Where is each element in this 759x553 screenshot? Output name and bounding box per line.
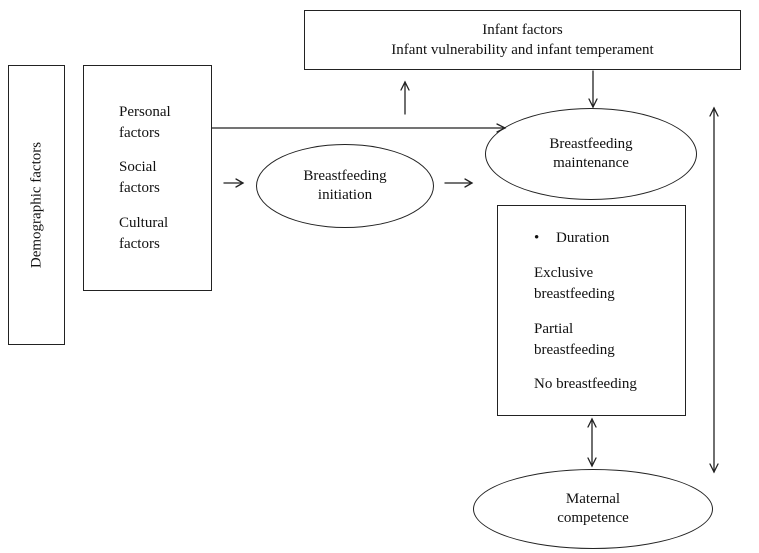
demographic-factors-box: Demographic factors [8,65,65,345]
up-to-infant-factors-arrowhead [400,80,410,91]
personal-factors-line2: factors [119,125,160,141]
breastfeeding-maintenance-node: Breastfeeding maintenance [485,108,697,200]
factors-to-initiation-arrowhead [235,178,245,188]
cultural-factors-line1: Cultural [119,215,169,231]
psychosocial-factors-box [83,65,212,291]
partial-line1: Partial [534,321,574,337]
duration-bullet: • [534,230,540,246]
long-arrowhead-top [709,106,719,117]
infant-factors-subtitle: Infant vulnerability and infant temperam… [391,42,654,58]
breastfeeding-initiation-node: Breastfeeding initiation [256,144,434,228]
breastfeeding-outcomes-box [497,205,686,416]
social-factors-line1: Social [119,159,157,175]
exclusive-line2: breastfeeding [534,286,615,302]
initiation-to-maintenance-arrowhead [464,178,474,188]
infant-factors-box: Infant factors Infant vulnerability and … [304,10,741,70]
competence-line2: competence [557,510,629,526]
competence-line1: Maternal [565,491,621,507]
duration-label: Duration [556,230,610,246]
no-breastfeeding-label: No breastfeeding [534,376,637,392]
exclusive-line1: Exclusive [534,265,594,281]
outcomes-competence-arrowhead-top [587,417,597,428]
maintenance-line2: maintenance [553,155,629,171]
initiation-line1: Breastfeeding [303,168,387,184]
initiation-line2: initiation [317,187,373,203]
maternal-competence-node: Maternal competence [473,469,713,549]
infant-factors-title: Infant factors [482,22,563,38]
infant-to-maintenance-arrowhead [588,98,598,109]
cultural-factors-line2: factors [119,236,160,252]
long-arrowhead-bottom [709,463,719,474]
social-factors-line2: factors [119,180,160,196]
maintenance-line1: Breastfeeding [549,136,633,152]
personal-factors-line1: Personal [119,104,171,120]
outcomes-competence-arrowhead-bottom [587,457,597,468]
factors-to-maintenance-arrowhead [496,123,507,133]
partial-line2: breastfeeding [534,342,615,358]
